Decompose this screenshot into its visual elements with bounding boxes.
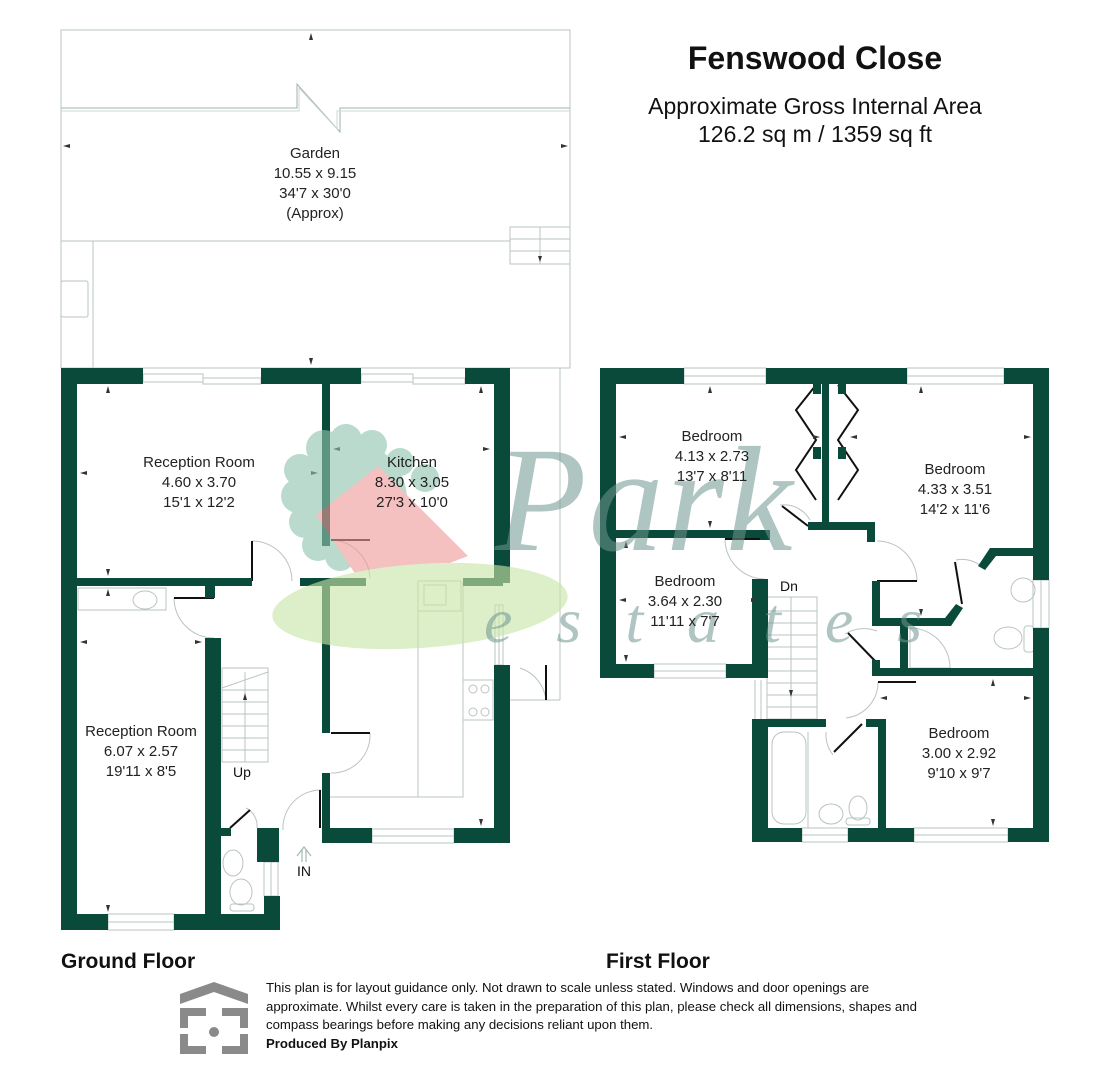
stairs-down-label: Dn bbox=[780, 578, 798, 594]
room-size-imperial: 19'11 x 8'5 bbox=[105, 763, 177, 780]
first-floor-dimension-arrows bbox=[619, 386, 1031, 826]
room-size-imperial: 34'7 x 30'0 bbox=[279, 185, 351, 202]
room-label-bedroom-1: Bedroom 4.13 x 2.73 13'7 x 8'11 bbox=[675, 427, 749, 487]
room-size-imperial: 13'7 x 8'11 bbox=[676, 468, 748, 485]
entrance-arrow-icon bbox=[296, 846, 312, 862]
room-size-metric: 4.60 x 3.70 bbox=[161, 474, 237, 491]
room-label-garden: Garden 10.55 x 9.15 34'7 x 30'0 (Approx) bbox=[274, 144, 357, 224]
room-note: (Approx) bbox=[286, 205, 344, 222]
room-size-metric: 3.00 x 2.92 bbox=[921, 745, 997, 762]
room-size-metric: 3.64 x 2.30 bbox=[647, 593, 723, 610]
first-floor-wardrobe-doors bbox=[725, 384, 963, 753]
room-size-imperial: 14'2 x 11'6 bbox=[919, 501, 991, 518]
room-name: Reception Room bbox=[143, 454, 255, 471]
room-size-metric: 4.13 x 2.73 bbox=[674, 448, 750, 465]
room-size-imperial: 27'3 x 10'0 bbox=[376, 494, 448, 511]
entrance-label: IN bbox=[297, 863, 311, 879]
area-summary: Approximate Gross Internal Area 126.2 sq… bbox=[600, 92, 1030, 148]
disclaimer-text: This plan is for layout guidance only. N… bbox=[266, 979, 946, 1053]
room-name: Bedroom bbox=[924, 461, 986, 478]
room-label-reception-room-2: Reception Room 6.07 x 2.57 19'11 x 8'5 bbox=[85, 722, 197, 782]
room-size-imperial: 9'10 x 9'7 bbox=[927, 765, 991, 782]
area-label: Approximate Gross Internal Area bbox=[648, 93, 982, 119]
property-title: Fenswood Close bbox=[687, 40, 943, 76]
room-label-bedroom-4: Bedroom 3.00 x 2.92 9'10 x 9'7 bbox=[922, 724, 996, 784]
room-name: Garden bbox=[289, 145, 341, 162]
garden-dimension-arrows bbox=[63, 33, 568, 365]
room-label-reception-room-1: Reception Room 4.60 x 3.70 15'1 x 12'2 bbox=[143, 453, 255, 513]
first-floor-walls bbox=[600, 368, 1049, 842]
produced-by: Produced By Planpix bbox=[266, 1035, 398, 1051]
room-name: Bedroom bbox=[654, 573, 716, 590]
room-size-imperial: 11'11 x 7'7 bbox=[650, 613, 720, 630]
room-name: Kitchen bbox=[386, 454, 438, 471]
room-size-metric: 6.07 x 2.57 bbox=[103, 743, 179, 760]
room-name: Reception Room bbox=[85, 723, 197, 740]
stairs-up-label: Up bbox=[233, 764, 251, 780]
area-value: 126.2 sq m / 1359 sq ft bbox=[698, 121, 932, 147]
planpix-house-icon bbox=[180, 982, 248, 1054]
disclaimer-body: This plan is for layout guidance only. N… bbox=[266, 980, 917, 1032]
room-size-metric: 8.30 x 3.05 bbox=[374, 474, 450, 491]
leaf-swoosh bbox=[272, 562, 568, 650]
first-floor-label: First Floor bbox=[606, 950, 710, 973]
room-label-bedroom-3: Bedroom 3.64 x 2.30 11'11 x 7'7 bbox=[648, 572, 722, 632]
room-name: Bedroom bbox=[681, 428, 743, 445]
room-name: Bedroom bbox=[928, 725, 990, 742]
room-size-metric: 4.33 x 3.51 bbox=[917, 481, 993, 498]
room-size-imperial: 15'1 x 12'2 bbox=[163, 494, 235, 511]
ground-floor-label: Ground Floor bbox=[61, 950, 196, 973]
room-label-kitchen: Kitchen 8.30 x 3.05 27'3 x 10'0 bbox=[375, 453, 449, 513]
room-label-bedroom-2: Bedroom 4.33 x 3.51 14'2 x 11'6 bbox=[918, 460, 992, 520]
room-size-metric: 10.55 x 9.15 bbox=[273, 165, 357, 182]
first-floor-thin-lines bbox=[653, 367, 1050, 843]
